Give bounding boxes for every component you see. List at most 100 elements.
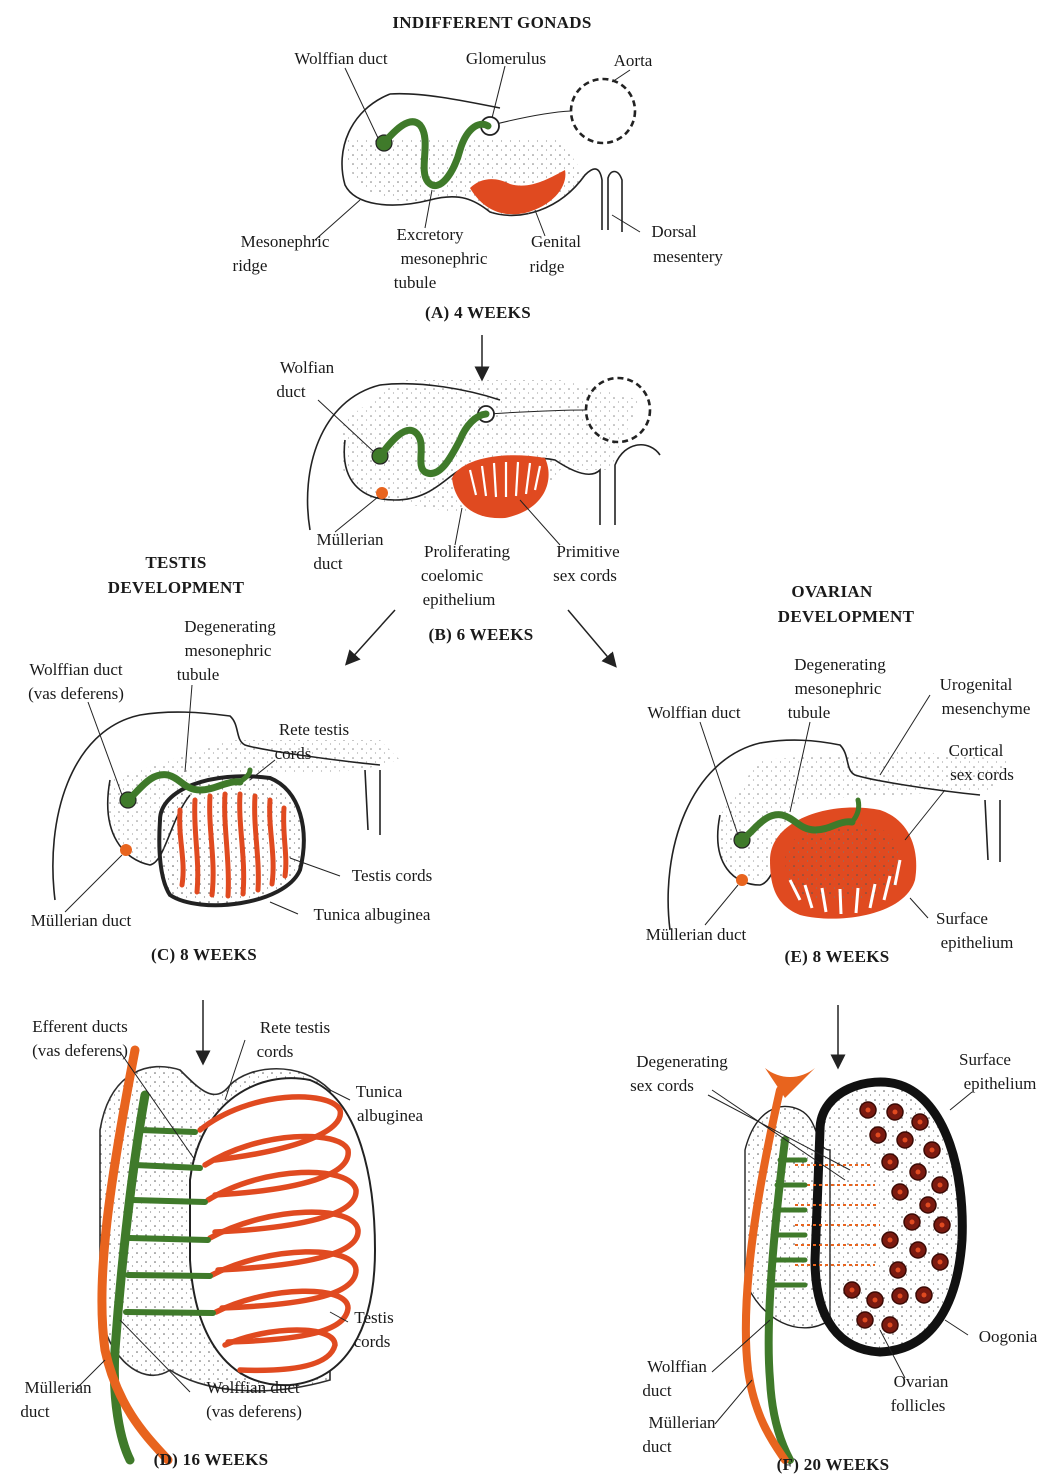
aorta-vessel-a bbox=[492, 111, 571, 125]
panel-f: Degenerating sex cords Surface epitheliu… bbox=[630, 1050, 1038, 1474]
label-a-dorsal-1: Dorsal bbox=[651, 222, 697, 241]
label-f-oogonia: Oogonia bbox=[979, 1327, 1038, 1346]
leader-e-surface bbox=[910, 898, 928, 918]
label-d-rete-2: cords bbox=[257, 1042, 294, 1061]
label-d-efferent-2: (vas deferens) bbox=[32, 1041, 128, 1060]
leader-b-mullerian bbox=[335, 497, 378, 532]
label-a-mesonephric-ridge-2: ridge bbox=[233, 256, 268, 275]
mullerian-funnel-f bbox=[765, 1068, 815, 1098]
arrow-b-to-c bbox=[350, 610, 395, 660]
label-c-rete-1: Rete testis bbox=[279, 720, 349, 739]
leader-f-surface bbox=[950, 1092, 972, 1110]
label-e-urogenital-1: Urogenital bbox=[940, 675, 1013, 694]
panel-d: Efferent ducts (vas deferens) Rete testi… bbox=[20, 1017, 423, 1469]
label-e-degenerating-2: mesonephric bbox=[795, 679, 882, 698]
label-b-wolfian-2: duct bbox=[276, 382, 306, 401]
label-f-wolffian-2: duct bbox=[642, 1381, 672, 1400]
label-b-primitive-2: sex cords bbox=[553, 566, 617, 585]
panel-e: Degenerating mesonephric tubule Urogenit… bbox=[646, 655, 1031, 966]
label-a-excretory-3: tubule bbox=[394, 273, 437, 292]
label-b-proliferating-1: Proliferating bbox=[424, 542, 510, 561]
label-a-genital-1: Genital bbox=[531, 232, 581, 251]
label-b-wolfian-1: Wolfian bbox=[280, 358, 335, 377]
leader-a-glomerulus bbox=[492, 66, 505, 118]
label-d-tunica-2: albuginea bbox=[357, 1106, 424, 1125]
caption-e: (E) 8 WEEKS bbox=[784, 947, 889, 966]
label-b-primitive-1: Primitive bbox=[556, 542, 619, 561]
label-a-dorsal-2: mesentery bbox=[653, 247, 723, 266]
ovarian-heading-1: OVARIAN bbox=[791, 582, 873, 601]
leader-f-wolffian bbox=[712, 1320, 770, 1372]
label-f-surface-1: Surface bbox=[959, 1050, 1011, 1069]
label-e-cortical-1: Cortical bbox=[949, 741, 1004, 760]
label-f-degenerating-1: Degenerating bbox=[636, 1052, 728, 1071]
label-b-mullerian-1: Müllerian bbox=[316, 530, 384, 549]
label-e-mullerian: Müllerian duct bbox=[646, 925, 747, 944]
label-a-excretory-1: Excretory bbox=[396, 225, 464, 244]
label-a-aorta: Aorta bbox=[614, 51, 653, 70]
leader-e-cortical bbox=[905, 790, 945, 840]
label-f-ovarian-1: Ovarian bbox=[894, 1372, 949, 1391]
label-f-mullerian-2: duct bbox=[642, 1437, 672, 1456]
label-a-mesonephric-ridge-1: Mesonephric bbox=[241, 232, 330, 251]
arrow-b-to-e bbox=[568, 610, 612, 662]
label-d-testis-2: cords bbox=[354, 1332, 391, 1351]
ovary-inner-e bbox=[785, 824, 899, 901]
label-e-surface-1: Surface bbox=[936, 909, 988, 928]
panel-b: Wolfian duct Müllerian duct Proliferatin… bbox=[276, 358, 660, 644]
label-c-degenerating-1: Degenerating bbox=[184, 617, 276, 636]
diagram-title: INDIFFERENT GONADS bbox=[392, 13, 591, 32]
label-f-wolffian-1: Wolffian bbox=[647, 1357, 707, 1376]
label-d-wolffian-2: (vas deferens) bbox=[206, 1402, 302, 1421]
label-e-urogenital-2: mesenchyme bbox=[942, 699, 1031, 718]
label-d-efferent-1: Efferent ducts bbox=[32, 1017, 128, 1036]
leader-c-tunica bbox=[270, 902, 298, 914]
leader-b-proliferating bbox=[455, 508, 462, 545]
label-d-testis-1: Testis bbox=[354, 1308, 393, 1327]
label-e-degenerating-3: tubule bbox=[788, 703, 831, 722]
leader-c-wolffian bbox=[88, 702, 122, 795]
label-c-mullerian: Müllerian duct bbox=[31, 911, 132, 930]
leader-c-mullerian bbox=[65, 855, 122, 912]
leader-a-aorta bbox=[612, 70, 630, 82]
caption-b: (B) 6 WEEKS bbox=[428, 625, 533, 644]
leader-e-mullerian bbox=[705, 885, 738, 925]
testis-heading-2: DEVELOPMENT bbox=[108, 578, 245, 597]
label-a-glomerulus: Glomerulus bbox=[466, 49, 546, 68]
ovarian-heading-2: DEVELOPMENT bbox=[778, 607, 915, 626]
label-f-surface-2: epithelium bbox=[964, 1074, 1037, 1093]
caption-f: (F) 20 WEEKS bbox=[777, 1455, 890, 1474]
leader-f-oogonia bbox=[945, 1320, 968, 1335]
label-a-genital-2: ridge bbox=[530, 257, 565, 276]
panel-a: Wolffian duct Glomerulus Aorta Mesonephr… bbox=[233, 49, 724, 322]
label-d-rete-1: Rete testis bbox=[260, 1018, 330, 1037]
caption-d: (D) 16 WEEKS bbox=[154, 1450, 269, 1469]
leader-f-mullerian bbox=[715, 1380, 752, 1424]
label-d-mullerian-1: Müllerian bbox=[24, 1378, 92, 1397]
label-c-rete-2: cords bbox=[275, 744, 312, 763]
label-c-tunica: Tunica albuginea bbox=[314, 905, 431, 924]
label-c-degenerating-3: tubule bbox=[177, 665, 220, 684]
label-a-excretory-2: mesonephric bbox=[401, 249, 488, 268]
label-c-wolffian-2: (vas deferens) bbox=[28, 684, 124, 703]
label-c-wolffian-1: Wolffian duct bbox=[29, 660, 122, 679]
mullerian-duct-c bbox=[120, 844, 132, 856]
label-c-degenerating-2: mesonephric bbox=[185, 641, 272, 660]
label-b-proliferating-3: epithelium bbox=[423, 590, 496, 609]
label-b-proliferating-2: coelomic bbox=[421, 566, 484, 585]
caption-c: (C) 8 WEEKS bbox=[151, 945, 257, 964]
label-c-testis-cords: Testis cords bbox=[352, 866, 433, 885]
label-e-degenerating-1: Degenerating bbox=[794, 655, 886, 674]
label-b-mullerian-2: duct bbox=[313, 554, 343, 573]
panel-c: Degenerating mesonephric tubule Wolffian… bbox=[28, 617, 432, 964]
mullerian-duct-e bbox=[736, 874, 748, 886]
label-e-wolffian: Wolffian duct bbox=[647, 703, 740, 722]
label-d-tunica-1: Tunica bbox=[356, 1082, 403, 1101]
caption-a: (A) 4 WEEKS bbox=[425, 303, 531, 322]
testis-heading-1: TESTIS bbox=[145, 553, 206, 572]
label-e-surface-2: epithelium bbox=[941, 933, 1014, 952]
label-a-wolffian-duct: Wolffian duct bbox=[294, 49, 387, 68]
label-d-wolffian-1: Wolffian duct bbox=[206, 1378, 299, 1397]
label-f-mullerian-1: Müllerian bbox=[648, 1413, 716, 1432]
